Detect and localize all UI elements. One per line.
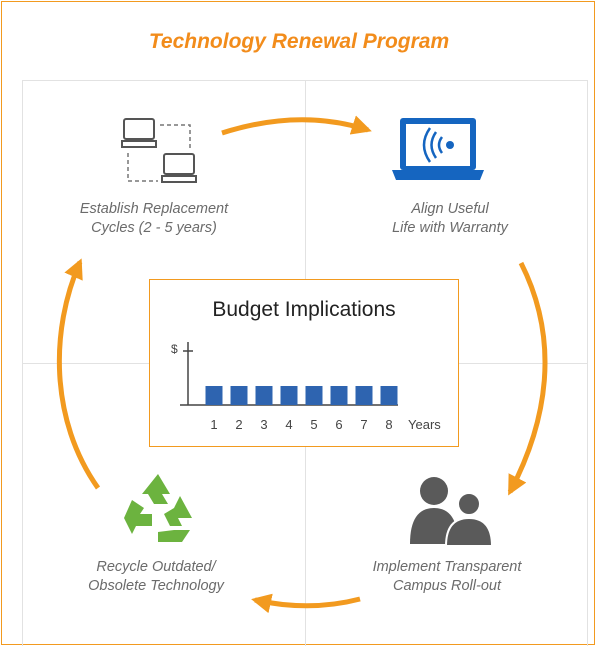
bar-3: [255, 386, 273, 405]
arrow-right: [507, 261, 548, 496]
bar-2: [230, 386, 248, 405]
bar-5: [305, 386, 323, 405]
caption-implement-line2: Campus Roll-out: [393, 578, 501, 594]
x-tick-label-4: 4: [285, 417, 292, 432]
x-tick-label-6: 6: [335, 417, 342, 432]
x-tick-label-2: 2: [235, 417, 242, 432]
bar-1: [205, 386, 223, 405]
laptop-wifi-icon: [392, 118, 484, 180]
caption-establish-line1: Establish Replacement: [79, 201, 229, 217]
chart-title: Budget Implications: [212, 298, 396, 321]
caption-recycle: Recycle Outdated/ Obsolete Technology: [66, 558, 246, 596]
x-tick-label-8: 8: [385, 417, 392, 432]
caption-align-line2: Life with Warranty: [392, 220, 508, 236]
caption-implement: Implement Transparent Campus Roll-out: [352, 558, 542, 596]
bar-6: [330, 386, 348, 405]
people-icon: [410, 477, 494, 547]
budget-chart: $1 2 3 4 5 6 7 8 Years: [171, 342, 441, 432]
x-tick-label-7: 7: [360, 417, 367, 432]
caption-establish-line2: Cycles (2 - 5 years): [91, 220, 217, 236]
recycle-icon: [124, 474, 192, 542]
computers-swap-icon: [121, 118, 197, 183]
budget-box: Budget Implications $1 2 3 4 5 6 7 8 Years: [149, 279, 459, 447]
caption-recycle-line2: Obsolete Technology: [88, 578, 224, 594]
caption-establish: Establish Replacement Cycles (2 - 5 year…: [64, 200, 244, 238]
x-tick-label-5: 5: [310, 417, 317, 432]
arrow-top: [221, 115, 372, 136]
diagram-title: Technology Renewal Program: [148, 30, 450, 53]
caption-recycle-line1: Recycle Outdated/: [96, 559, 216, 575]
arrow-bottom: [251, 593, 361, 614]
x-axis-label: Years: [408, 417, 441, 432]
caption-implement-line1: Implement Transparent: [372, 559, 522, 575]
bar-4: [280, 386, 298, 405]
caption-align-line1: Align Useful: [411, 201, 489, 217]
bar-8: [380, 386, 398, 405]
x-tick-label-1: 1: [210, 417, 217, 432]
bar-7: [355, 386, 373, 405]
x-tick-label-3: 3: [260, 417, 267, 432]
arrow-left: [56, 258, 101, 490]
y-axis-label: $: [171, 342, 178, 356]
caption-align: Align Useful Life with Warranty: [370, 200, 530, 238]
